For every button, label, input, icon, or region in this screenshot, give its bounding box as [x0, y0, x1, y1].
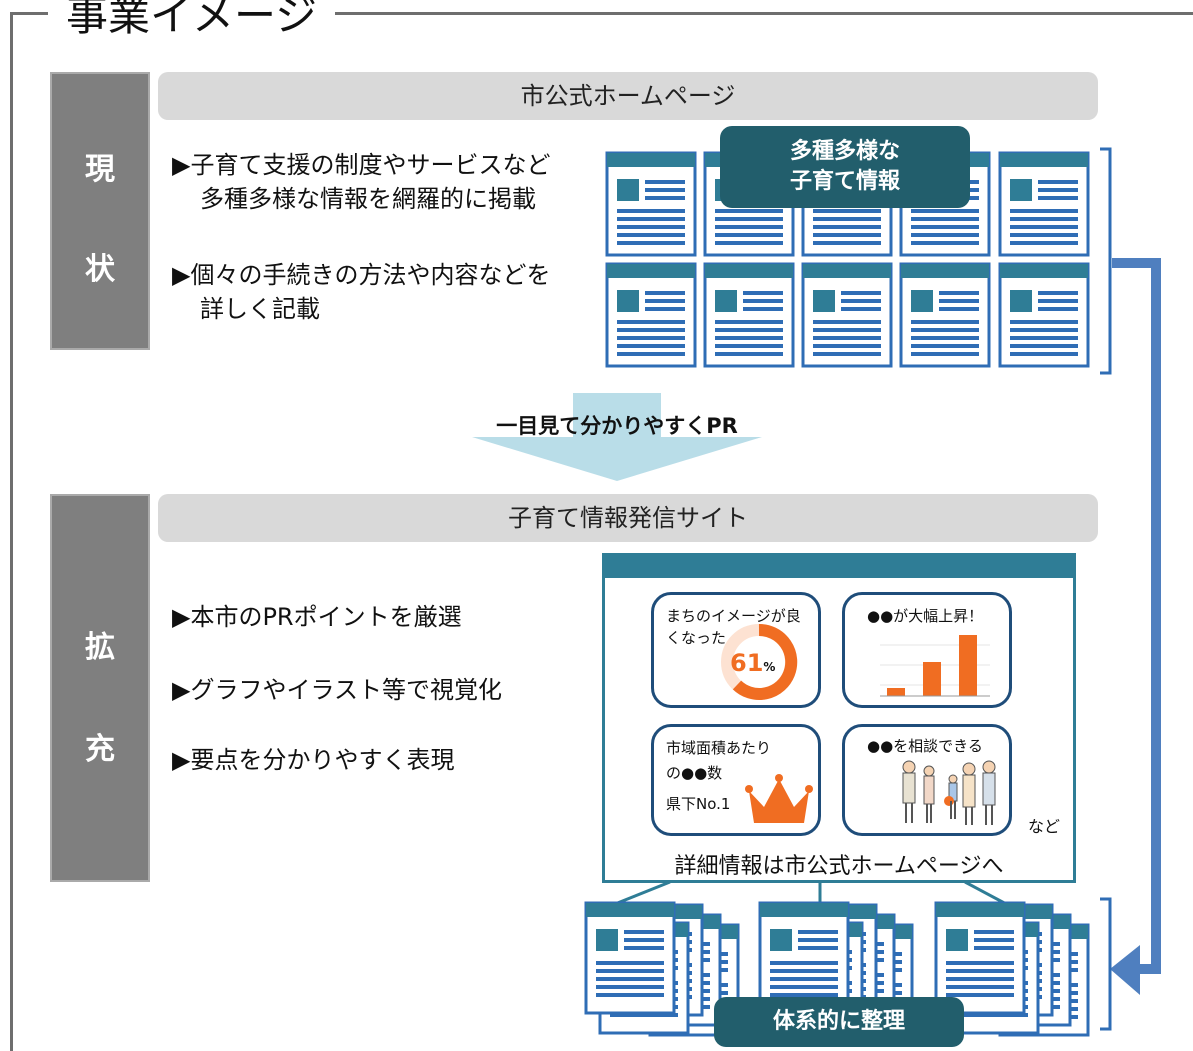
card-text: 県下No.1 — [666, 795, 731, 813]
expansion-side-label: 拡 充 — [50, 494, 150, 882]
organized-badge: 体系的に整理 — [714, 997, 964, 1047]
arrow-label: 一目見て分かりやすくPR — [496, 414, 738, 438]
card-consult: ●●を相談できる — [842, 724, 1012, 836]
bracket-top — [1100, 147, 1112, 375]
bracket-bottom — [1100, 897, 1112, 1031]
bullet-line: 詳しく記載 — [200, 295, 320, 323]
donut-unit: % — [763, 660, 776, 674]
expansion-bullet-2: ▶グラフやイラスト等で視覚化 — [172, 676, 502, 704]
crown-icon — [745, 774, 813, 823]
homepage-header: 市公式ホームページ — [158, 72, 1098, 120]
bullet-line: ▶個々の手続きの方法や内容などを — [172, 261, 551, 289]
current-side-label: 現 状 — [50, 72, 150, 350]
down-arrow — [472, 393, 762, 481]
section-title: 事業イメージ — [48, 0, 336, 42]
current-bullet-1: ▶子育て支援の制度やサービスなど 多種多様な情報を網羅的に掲載 — [172, 148, 550, 216]
info-site-header: 子育て情報発信サイト — [158, 494, 1098, 542]
expansion-bullet-3: ▶要点を分かりやすく表現 — [172, 746, 455, 774]
card-image-improved: まちのイメージが良 くなった 61% — [651, 592, 821, 708]
bullet-line: 多種多様な情報を網羅的に掲載 — [200, 185, 536, 213]
card-text: の●●数 — [666, 764, 723, 782]
card-area-rank: 市域面積あたり の●●数 県下No.1 — [651, 724, 821, 836]
etc-label: など — [1028, 817, 1061, 836]
badge-line: 多種多様な — [789, 139, 900, 164]
current-side-char-1: 現 — [85, 152, 115, 187]
detail-link-text: 詳細情報は市公式ホームページへ — [674, 854, 1004, 879]
expansion-side-char-1: 拡 — [85, 630, 115, 665]
bullet-line: ▶子育て支援の制度やサービスなど — [172, 151, 551, 179]
card-text: ●●が大幅上昇！ — [867, 607, 984, 625]
donut-number: 61 — [730, 649, 764, 677]
family-illustration-icon — [902, 760, 996, 825]
card-text: 市域面積あたり — [666, 739, 772, 757]
card-text: ●●を相談できる — [867, 737, 983, 755]
variety-badge: 多種多様な 子育て情報 — [720, 126, 970, 208]
current-side-char-2: 状 — [85, 252, 115, 287]
frame-top-border — [10, 12, 1193, 15]
expansion-bullet-1: ▶本市のPRポイントを厳選 — [172, 603, 462, 631]
bar-chart-icon — [880, 635, 990, 697]
card-big-rise: ●●が大幅上昇！ — [842, 592, 1012, 708]
expansion-side-char-2: 充 — [85, 732, 115, 767]
connector-lines — [609, 880, 1011, 908]
card-text: くなった — [666, 629, 727, 647]
donut-chart-icon — [721, 623, 798, 700]
frame-left-border — [10, 12, 13, 1051]
card-text: まちのイメージが良 — [666, 607, 801, 625]
organize-arrow — [1110, 258, 1161, 995]
site-mockup-header — [605, 556, 1073, 578]
badge-line: 子育て情報 — [789, 169, 900, 194]
donut-value: 61% — [730, 649, 775, 677]
current-bullet-2: ▶個々の手続きの方法や内容などを 詳しく記載 — [172, 258, 550, 326]
